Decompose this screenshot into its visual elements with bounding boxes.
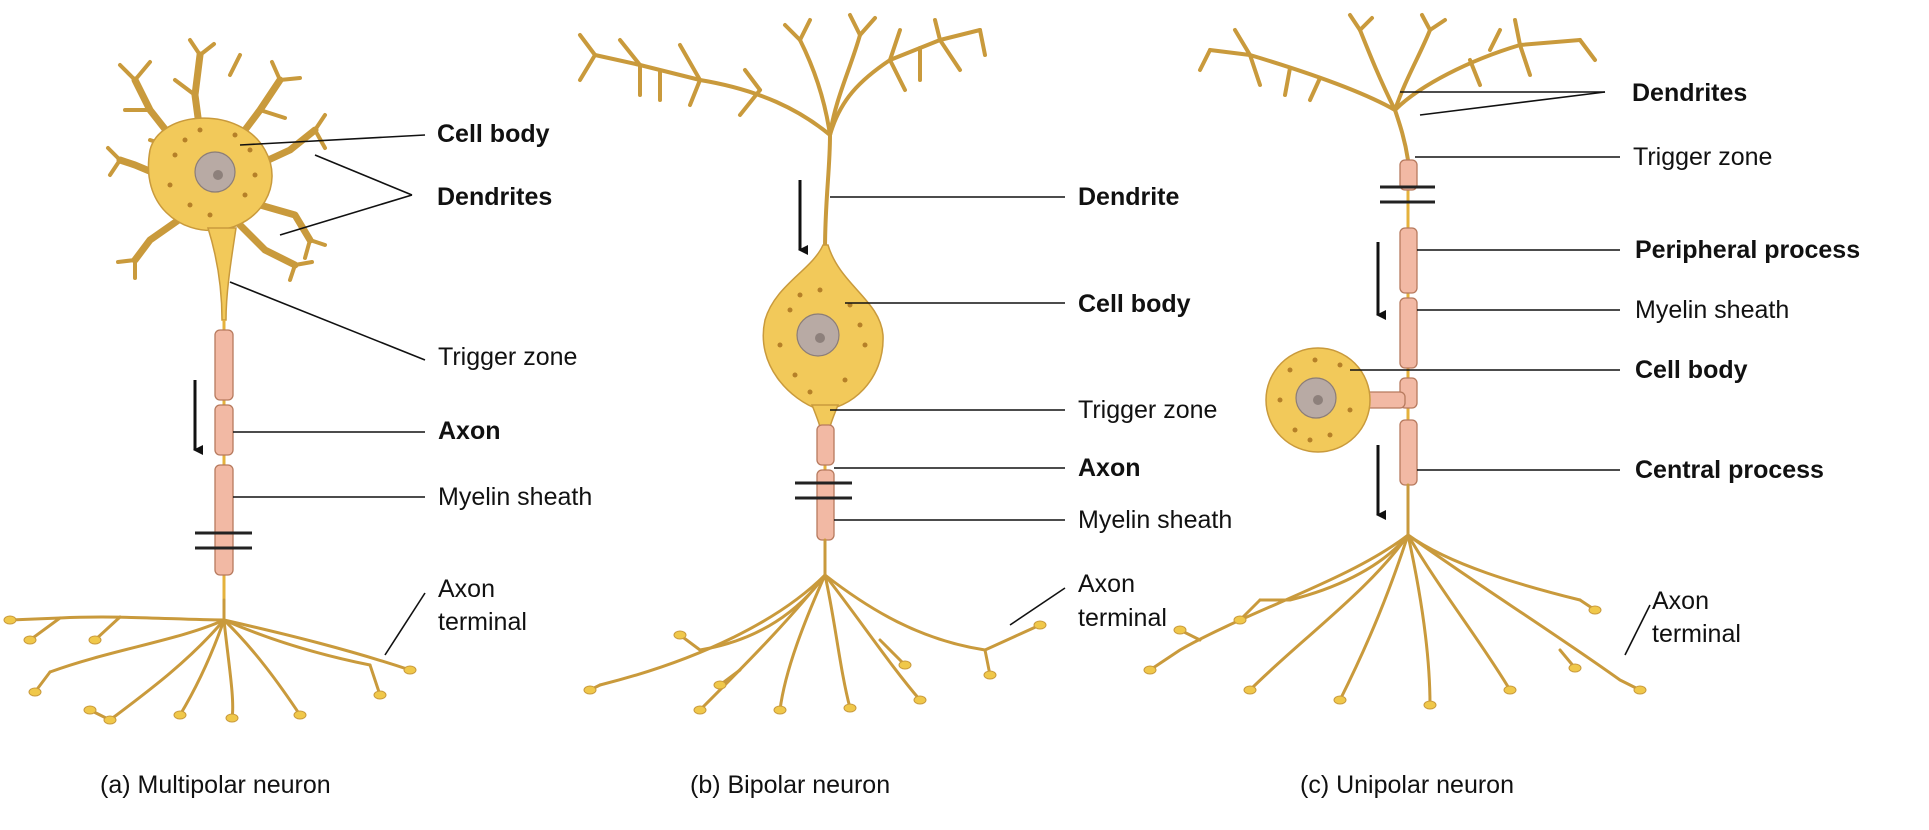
bipolar-axon-label: Axon [1078,454,1141,482]
unipolar-dendritic-tree [1198,13,1597,162]
unipolar-peripheral-process-label: Peripheral process [1635,236,1860,264]
bipolar-neuron: Dendrite Cell body Trigger zone Axon Mye… [578,13,1232,799]
bipolar-myelin-sheath-label: Myelin sheath [1078,506,1232,534]
bipolar-axon-terminal-label-line1: Axon [1078,570,1135,598]
unipolar-terminal-bulbs [1143,605,1647,710]
multipolar-dendrites-label: Dendrites [437,183,552,211]
multipolar-neuron: Cell body Dendrites Trigger zone Axon My… [3,38,592,799]
unipolar-leader-lines [1350,91,1651,656]
unipolar-caption: (c) Unipolar neuron [1300,771,1514,799]
unipolar-myelin-segment [1399,159,1418,191]
multipolar-myelin-sheath-label: Myelin sheath [438,483,592,511]
unipolar-cell-body-label: Cell body [1635,356,1748,384]
unipolar-myelin-sheath-label: Myelin sheath [1635,296,1789,324]
bipolar-trigger-zone-label: Trigger zone [1078,396,1217,424]
multipolar-axon-terminals [8,598,412,722]
bipolar-cell-body-label: Cell body [1078,290,1191,318]
multipolar-axon-terminal-label-line2: terminal [438,608,527,636]
unipolar-axon-terminals [1148,483,1642,707]
multipolar-nissl-dots [167,127,258,218]
bipolar-terminal-bulbs [583,620,1047,715]
multipolar-myelin-segment [214,329,234,401]
multipolar-axon-terminal-label-line1: Axon [438,575,495,603]
multipolar-terminal-bulbs [3,615,417,725]
unipolar-axon-terminal-label-line1: Axon [1652,587,1709,615]
bipolar-myelin-segment [816,424,835,466]
unipolar-trigger-zone-label: Trigger zone [1633,143,1772,171]
bipolar-leader-lines [830,196,1066,626]
multipolar-cell-body-label: Cell body [437,120,550,148]
unipolar-dendrites-label: Dendrites [1632,79,1747,107]
unipolar-axon-terminal-label-line2: terminal [1652,620,1741,648]
bipolar-dendrite-label: Dendrite [1078,183,1180,211]
multipolar-caption: (a) Multipolar neuron [100,771,331,799]
unipolar-central-process-label: Central process [1635,456,1824,484]
bipolar-dendritic-tree [578,13,987,252]
bipolar-axon-terminals [588,538,1042,712]
bipolar-axon-terminal-label-line2: terminal [1078,604,1167,632]
bipolar-caption: (b) Bipolar neuron [690,771,890,799]
unipolar-nissl-dots [1277,357,1353,443]
multipolar-trigger-zone-label: Trigger zone [438,343,577,371]
multipolar-axon-label: Axon [438,417,501,445]
multipolar-leader-lines [229,134,426,656]
unipolar-neuron: Dendrites Trigger zone Peripheral proces… [1143,13,1860,799]
